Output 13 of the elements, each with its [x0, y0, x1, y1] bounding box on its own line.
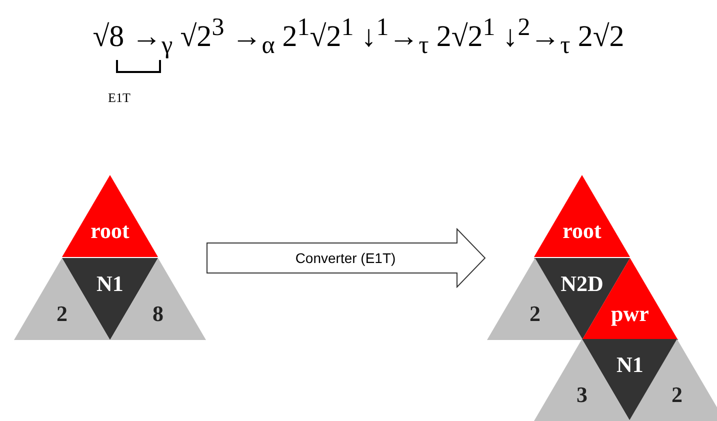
- step-label: E1T: [108, 90, 130, 106]
- node-label: N1: [616, 353, 644, 377]
- node-label: 2: [528, 302, 542, 326]
- node-label: N2D: [560, 272, 604, 296]
- node-label: N1: [96, 272, 124, 296]
- formula: √8 →$_{γ}$ √2$^{3}$ →$_{α}$ 2$^{1}$√2$^{1}$ ↓$^{1}$→$_{τ}$ 2√2$^{1}$ ↓$^{2}$→$_{τ}$ 2√2: [92, 13, 626, 61]
- node-label: pwr: [610, 302, 650, 326]
- node-label: root: [90, 219, 130, 243]
- node-label: 8: [152, 302, 164, 326]
- node-label: 2: [670, 383, 684, 407]
- node-label: root: [562, 219, 602, 243]
- node-label: 2: [56, 302, 68, 326]
- node-label: 3: [576, 383, 588, 407]
